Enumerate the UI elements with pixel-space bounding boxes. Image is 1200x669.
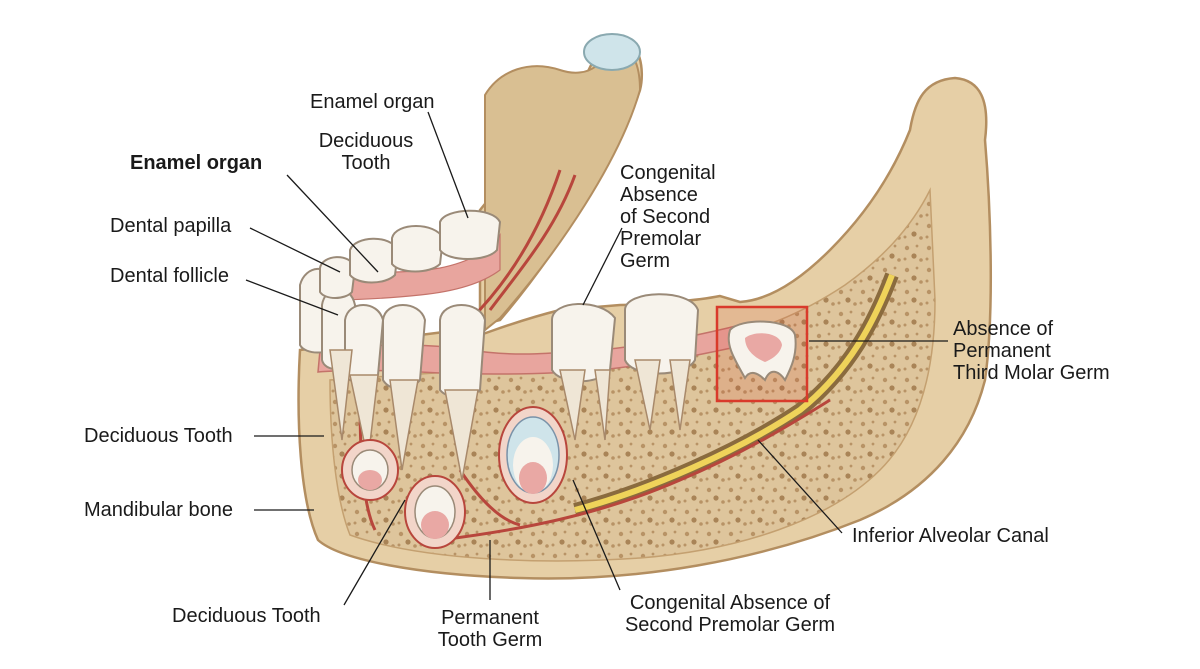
label-dental-papilla: Dental papilla xyxy=(110,215,232,237)
label-inferior-alveolar-canal: Inferior Alveolar Canal xyxy=(852,525,1049,547)
label-dental-follicle: Dental follicle xyxy=(110,265,229,287)
label-deciduous-tooth-bottom: Deciduous Tooth xyxy=(172,605,321,627)
tooth-roots xyxy=(329,349,691,481)
tooth-germ-2 xyxy=(404,475,466,549)
tooth-germ-1 xyxy=(341,439,399,501)
label-mandibular-bone: Mandibular bone xyxy=(84,499,233,521)
label-congenital-absence-top: Congenital Absence of Second Premolar Ge… xyxy=(620,162,716,272)
condyle-cartilage xyxy=(583,33,641,71)
alveolar-nerve xyxy=(574,273,895,513)
lower-teeth xyxy=(299,267,700,399)
upper-teeth xyxy=(319,209,502,299)
label-deciduous-tooth-left: Deciduous Tooth xyxy=(84,425,233,447)
third-molar-crypt xyxy=(727,320,797,382)
gum-back xyxy=(329,233,501,301)
tooth-germ-3 xyxy=(498,406,568,504)
label-congenital-absence-bottom: Congenital Absence of Second Premolar Ge… xyxy=(624,592,836,636)
label-enamel-organ-bold: Enamel organ xyxy=(130,152,263,174)
label-absence-third-molar: Absence of Permanent Third Molar Germ xyxy=(953,318,1110,384)
label-permanent-tooth-germ: Permanent Tooth Germ xyxy=(437,607,543,651)
label-enamel-organ-top: Enamel organ xyxy=(310,91,435,113)
label-deciduous-tooth-top: Deciduous Tooth xyxy=(318,130,414,174)
leader-lines xyxy=(245,111,948,606)
